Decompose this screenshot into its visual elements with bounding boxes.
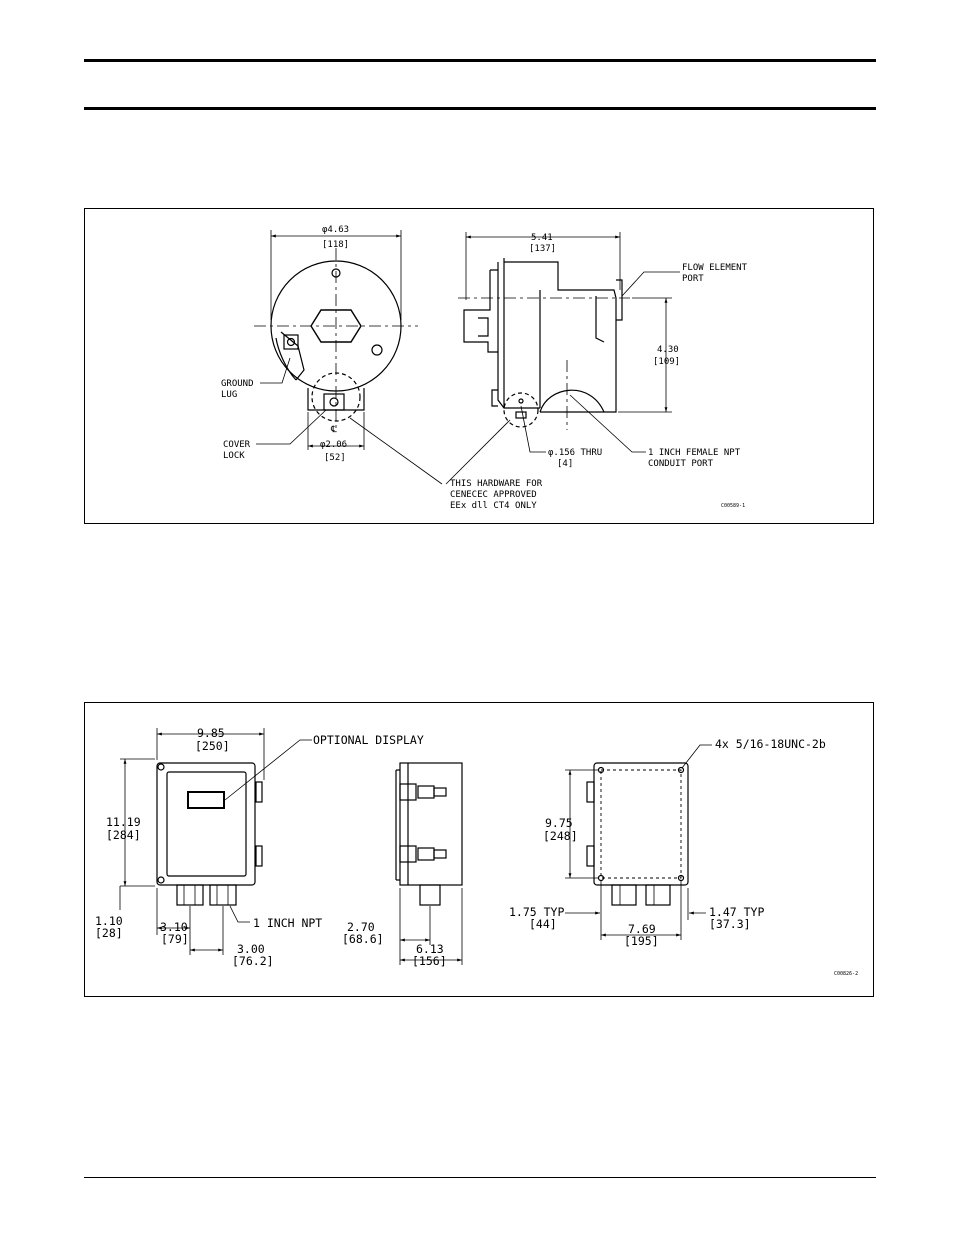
f2-mount-w: 7.69 [628,922,656,936]
figure-2-side-view [395,762,463,965]
f2-offset-c: 3.00 [237,942,265,956]
f1-flow-port-1: FLOW ELEMENT [682,263,748,273]
f1-hardware-note-3: EEx dll CT4 ONLY [450,501,537,511]
f2-offset-b: 3.10 [160,920,188,934]
f1-hole-mm: [4] [557,459,573,469]
f2-height-mm: [284] [106,828,141,842]
f1-dia-outer: φ4.63 [322,225,349,235]
f1-hardware-note-2: CENECEC APPROVED [450,490,537,500]
f1-depth-mm: [137] [529,244,556,254]
f2-side-a-mm: [68.6] [342,932,384,946]
f2-offset-a-mm: [28] [95,926,123,940]
f1-hole: φ.156 THRU [548,448,602,458]
f1-ground-lug-2: LUG [221,390,237,400]
f1-hardware-note-1: THIS HARDWARE FOR [450,479,543,489]
f1-dia-outer-mm: [118] [322,240,349,250]
f2-mount-h: 9.75 [545,816,573,830]
f2-height: 11.19 [106,815,141,829]
f1-conduit-2: CONDUIT PORT [648,459,714,469]
figure-2-rear-view [565,744,712,940]
f1-ground-lug-1: GROUND [221,379,254,389]
f1-dia-base: φ2.06 [320,440,347,450]
f1-cover-lock-1: COVER [223,440,251,450]
f2-right-typ-mm: [37.3] [709,917,751,931]
f2-drawing-no: C00826-2 [834,971,858,977]
f2-mount-h-mm: [248] [543,829,578,843]
f2-side-a: 2.70 [347,920,375,934]
f2-width: 9.85 [197,726,225,740]
figure-2-labels: 9.85 [250] OPTIONAL DISPLAY 11.19 [284] … [95,726,858,977]
f2-offset-b-mm: [79] [161,932,189,946]
f1-height-mm: [109] [653,357,680,367]
figure-2-frame [84,702,874,997]
figure-1-labels: φ4.63 [118] GROUND LUG COVER LOCK ℄ φ2.0… [221,225,748,511]
figure-1-side-view [445,232,680,485]
f1-depth: 5.41 [531,233,553,243]
f1-height: 4.30 [657,345,679,355]
f1-cover-lock-2: LOCK [223,451,245,461]
f2-mount-w-mm: [195] [624,934,659,948]
f2-left-typ-mm: [44] [529,917,557,931]
header-rule-top [84,59,876,62]
f2-side-b-mm: [156] [412,954,447,968]
f1-dia-base-mm: [52] [324,453,346,463]
f1-centerline: ℄ [330,425,337,435]
header-rule-bottom [84,107,876,110]
f1-flow-port-2: PORT [682,274,704,284]
figure-2-front-view [119,728,312,955]
f2-side-b: 6.13 [416,942,444,956]
f2-offset-c-mm: [76.2] [232,954,274,968]
f2-offset-a: 1.10 [95,914,123,928]
f1-drawing-no: C00589-1 [721,503,745,509]
figure-1-frame [84,208,874,524]
f1-conduit-1: 1 INCH FEMALE NPT [648,448,741,458]
figure-1-front-view [254,230,443,485]
f2-thread: 4x 5/16-18UNC-2b [715,737,826,751]
f2-npt: 1 INCH NPT [253,916,322,930]
f2-left-typ: 1.75 TYP [509,905,564,919]
f2-optional-display: OPTIONAL DISPLAY [313,733,424,747]
footer-rule [84,1177,876,1178]
f2-right-typ: 1.47 TYP [709,905,764,919]
f2-width-mm: [250] [195,739,230,753]
